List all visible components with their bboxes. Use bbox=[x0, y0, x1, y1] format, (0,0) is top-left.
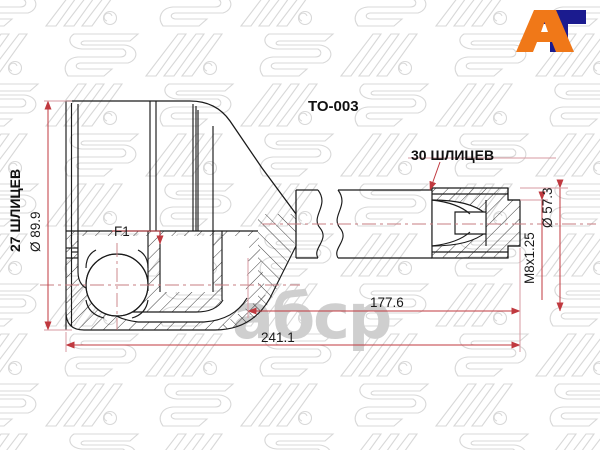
f1-callout-label: F1 bbox=[114, 224, 130, 239]
thread-label: M8x1.25 bbox=[522, 232, 537, 284]
logo-letter-a bbox=[516, 10, 574, 52]
left-diameter-label: Ø 89.9 bbox=[28, 211, 43, 252]
part-number-label: TO-003 bbox=[308, 98, 359, 115]
shaft-length-label: 177.6 bbox=[370, 295, 404, 310]
leader-right-splines bbox=[429, 161, 441, 191]
left-splines-label: 27 ШЛИЦЕВ bbox=[7, 169, 23, 252]
overall-length-label: 241.1 bbox=[261, 330, 295, 345]
centerlines bbox=[40, 223, 596, 330]
right-splines-label: 30 ШЛИЦЕВ bbox=[411, 147, 494, 163]
